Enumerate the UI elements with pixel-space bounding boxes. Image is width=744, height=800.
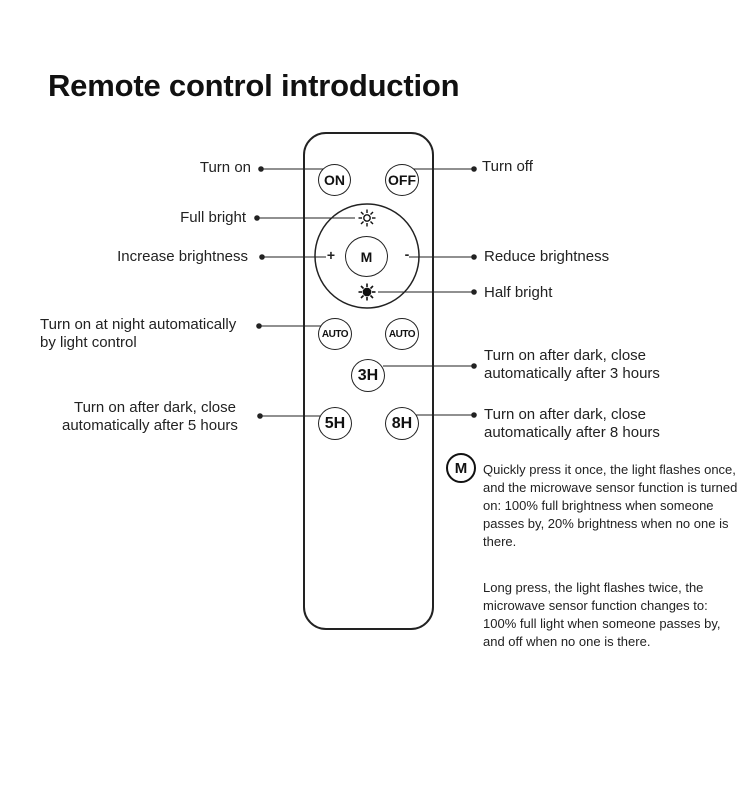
label-5h-line1: Turn on after dark, close — [73, 399, 236, 416]
label-full-bright: Full bright — [180, 209, 246, 226]
leader-dot — [258, 166, 264, 172]
leader-dot — [471, 254, 477, 260]
label-reduce-brightness: Reduce brightness — [484, 248, 610, 265]
label-8h-line1: Turn on after dark, close — [484, 406, 647, 423]
timer-5h-button[interactable]: 5H — [318, 407, 352, 440]
m-button[interactable]: M — [345, 236, 388, 277]
leader-dot — [256, 323, 262, 329]
label-increase-brightness: Increase brightness — [117, 248, 248, 265]
label-turn-off: Turn off — [482, 158, 533, 175]
auto-button-left[interactable]: AUTO — [318, 318, 352, 350]
auto-button-right[interactable]: AUTO — [385, 318, 419, 350]
m-symbol-icon: M — [446, 453, 476, 483]
off-button[interactable]: OFF — [385, 164, 419, 196]
half-bright-icon — [358, 283, 376, 301]
label-5h-line2: automatically after 5 hours — [62, 417, 238, 434]
page-title: Remote control introduction — [48, 68, 460, 103]
on-button[interactable]: ON — [318, 164, 351, 196]
label-3h-line2: automatically after 3 hours — [484, 365, 660, 382]
m-long-press-description: Long press, the light flashes twice, the… — [483, 580, 721, 649]
label-turn-on: Turn on — [199, 159, 251, 176]
leader-dot — [471, 166, 477, 172]
m-quick-press-description: Quickly press it once, the light flashes… — [483, 462, 738, 549]
label-8h-line2: automatically after 8 hours — [484, 424, 660, 441]
leader-dot — [471, 289, 477, 295]
leader-dot — [257, 413, 263, 419]
leader-dot — [471, 412, 477, 418]
leader-dot — [254, 215, 260, 221]
timer-3h-button[interactable]: 3H — [351, 359, 385, 392]
full-bright-icon — [358, 209, 376, 227]
label-3h-line1: Turn on after dark, close — [484, 347, 647, 364]
timer-8h-button[interactable]: 8H — [385, 407, 419, 440]
label-auto-line2: by light control — [40, 334, 137, 351]
leader-dot — [471, 363, 477, 369]
reduce-brightness-button[interactable]: - — [404, 246, 410, 262]
leader-dot — [259, 254, 265, 260]
label-auto-line1: Turn on at night automatically — [40, 316, 237, 333]
label-half-bright: Half bright — [484, 284, 553, 301]
increase-brightness-button[interactable]: + — [326, 247, 336, 263]
